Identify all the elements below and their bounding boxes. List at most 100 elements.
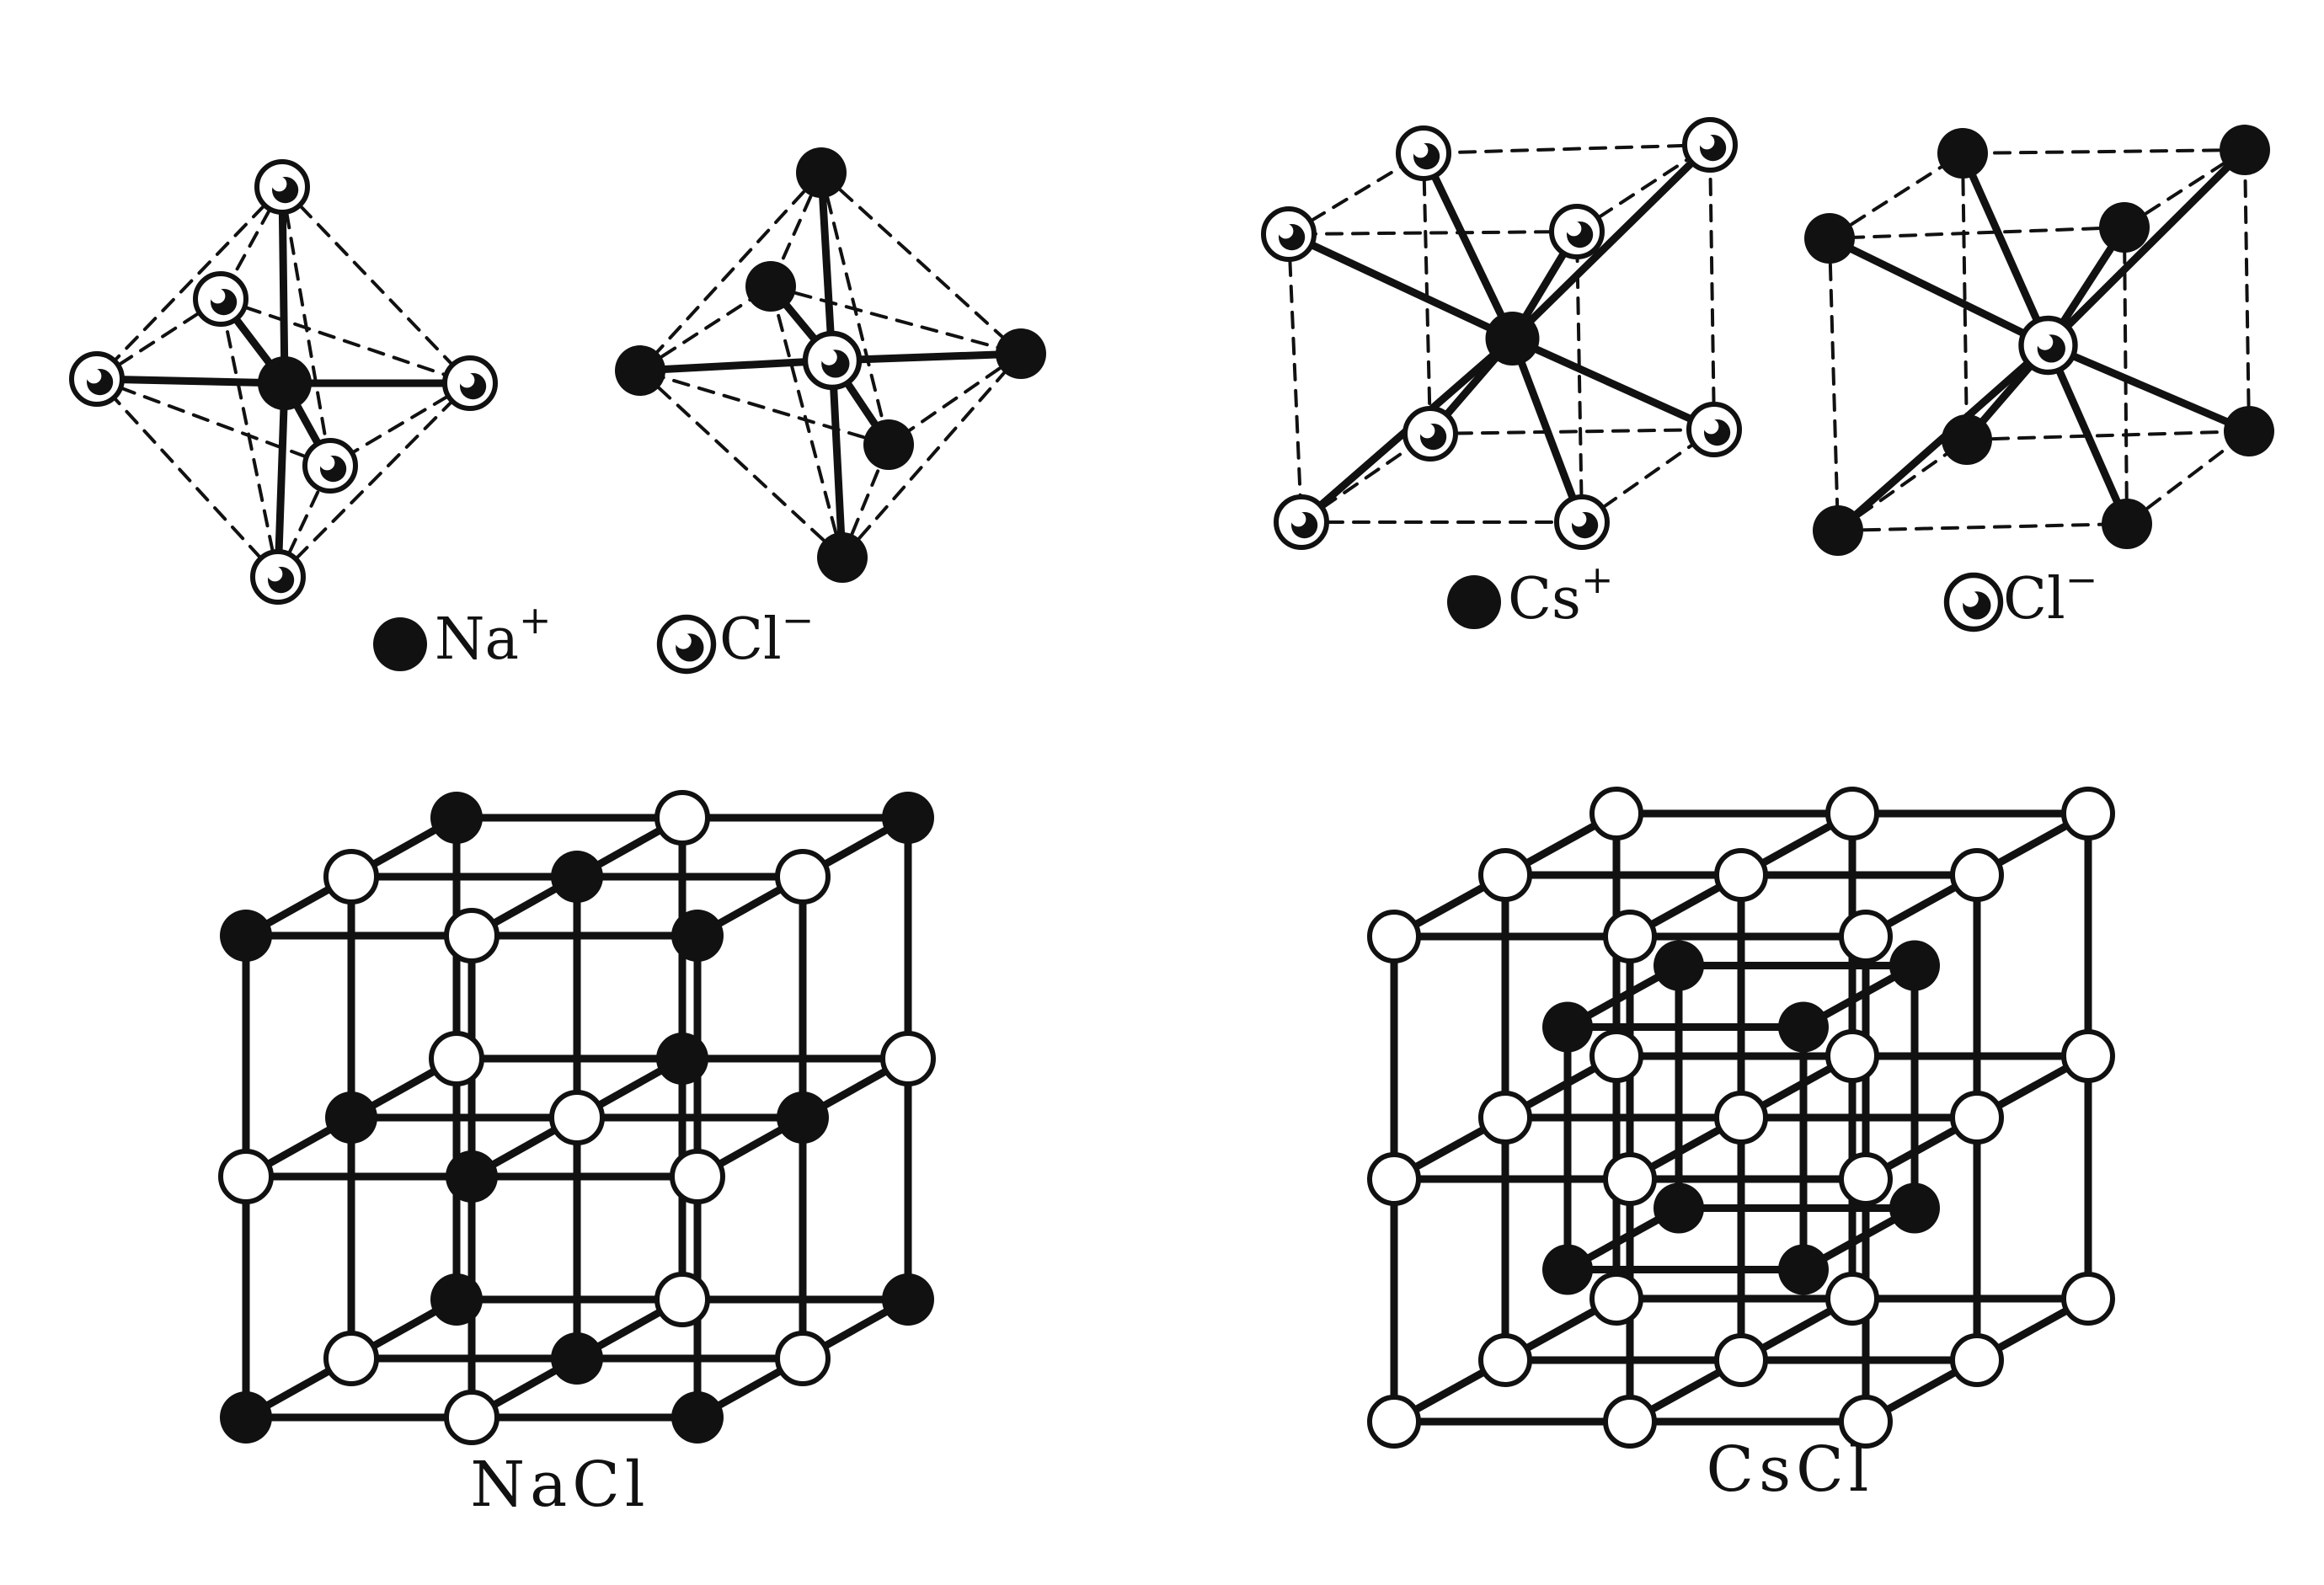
dashed-edge xyxy=(638,369,844,559)
cl-ion xyxy=(1478,1091,1532,1145)
cscl-caption: CsCl xyxy=(1707,1433,1874,1506)
legend-na-ball xyxy=(373,617,427,671)
na-ion xyxy=(430,792,483,844)
legend-na-marker xyxy=(373,617,427,671)
center-ion xyxy=(2018,315,2078,376)
cation-ball xyxy=(1942,414,1992,465)
anion-highlight xyxy=(210,288,226,304)
cs-ion xyxy=(1654,940,1704,991)
cs-ion xyxy=(1889,1182,1940,1234)
na-ion xyxy=(551,851,603,903)
anion-highlight xyxy=(1290,511,1306,527)
cl-ion xyxy=(2061,1029,2115,1083)
dashed-edge xyxy=(1422,152,1432,435)
cl-ion xyxy=(1367,1395,1421,1449)
cl-ion xyxy=(444,908,500,963)
anion-highlight xyxy=(1703,419,1719,435)
cation-ball xyxy=(2220,125,2270,175)
nacl-legend: Na+ Cl− xyxy=(373,597,814,675)
anion-ball xyxy=(193,271,248,327)
cl-ion xyxy=(549,1090,605,1145)
anion-highlight xyxy=(1962,590,1979,607)
dashed-edge xyxy=(841,352,1023,559)
cation-ball xyxy=(817,532,868,583)
nacl-caption: NaCl xyxy=(470,1449,649,1521)
bond-line xyxy=(2044,341,2131,528)
cation-ball xyxy=(863,419,914,470)
nacl-lattice xyxy=(218,790,936,1445)
anion-highlight xyxy=(1699,134,1715,150)
dashed-edge xyxy=(1961,148,2247,155)
dashed-edge xyxy=(841,443,890,559)
dashed-edge xyxy=(280,185,472,385)
cl-ion xyxy=(1714,1333,1768,1387)
bond-line xyxy=(1419,149,1516,343)
dashed-edge xyxy=(95,377,280,579)
nacl-octahedron-na-centered xyxy=(69,159,498,605)
na-ion xyxy=(430,1273,483,1326)
anion-highlight xyxy=(1419,423,1435,439)
legend-cs-label: Cs+ xyxy=(1508,557,1613,632)
cl-ion xyxy=(323,849,379,905)
anion-highlight xyxy=(267,566,283,582)
cation-ball xyxy=(996,328,1046,379)
cl-ion xyxy=(654,1272,710,1327)
anion-highlight xyxy=(1571,511,1587,527)
dashed-edge xyxy=(1287,232,1303,524)
bond-line xyxy=(278,183,289,387)
dashed-edge xyxy=(1965,430,2251,441)
anion-highlight xyxy=(1566,221,1582,237)
dashed-edge xyxy=(1961,152,1969,441)
anion-highlight xyxy=(459,372,475,388)
na-ion xyxy=(882,1273,934,1326)
bond-line xyxy=(2044,146,2249,350)
cl-ion xyxy=(429,1031,484,1086)
na-ion xyxy=(656,1033,708,1085)
cl-ion xyxy=(1589,1029,1643,1083)
anion-ball xyxy=(1554,494,1610,550)
center-ion xyxy=(1485,312,1540,366)
anion-highlight xyxy=(1278,223,1294,239)
legend-cl-ball xyxy=(656,614,717,675)
dashed-edge xyxy=(820,171,890,446)
legend-cl-marker xyxy=(656,614,717,675)
cl-ion xyxy=(1825,1272,1879,1326)
cl-ion xyxy=(1714,848,1768,902)
legend-cs-ball xyxy=(1447,575,1501,629)
dashed-edge xyxy=(95,377,332,467)
legend-cl-label: Cl− xyxy=(2003,557,2097,632)
dashed-edge xyxy=(1708,143,1716,431)
cl-ion xyxy=(1589,1272,1643,1326)
na-ion xyxy=(551,1332,603,1385)
cl-ion xyxy=(1950,1333,2004,1387)
anion-ball xyxy=(1686,402,1742,457)
bond-line xyxy=(1825,234,2052,350)
legend-cl-label: Cl− xyxy=(719,597,814,673)
anion-ball xyxy=(250,549,306,605)
dashed-edge xyxy=(638,171,823,372)
cl-ion xyxy=(1714,1091,1768,1145)
dashed-edge xyxy=(1836,522,2129,532)
bond-line xyxy=(828,350,1025,365)
dashed-edge xyxy=(1828,237,1840,532)
bond-line xyxy=(1958,149,2052,350)
dashed-edge xyxy=(1828,226,2126,240)
na-ion xyxy=(777,1091,829,1144)
dashed-edge xyxy=(1287,230,1579,236)
na-ion xyxy=(671,910,724,962)
cs-ion xyxy=(1778,1244,1829,1295)
dashed-edge xyxy=(280,185,332,467)
dashed-edge xyxy=(638,285,772,372)
anion-ball xyxy=(1396,125,1451,181)
cl-ion xyxy=(654,790,710,846)
anion-ball xyxy=(254,159,310,215)
cs-ion xyxy=(1542,1001,1593,1053)
anion-ball xyxy=(1549,204,1605,259)
center-ion xyxy=(802,330,863,391)
dashed-edge xyxy=(219,297,472,385)
center-ion xyxy=(258,356,312,410)
cl-ion xyxy=(1839,1395,1893,1449)
anion-highlight xyxy=(271,176,287,192)
dashed-edge xyxy=(2123,226,2129,526)
cs-ion xyxy=(1889,940,1940,991)
